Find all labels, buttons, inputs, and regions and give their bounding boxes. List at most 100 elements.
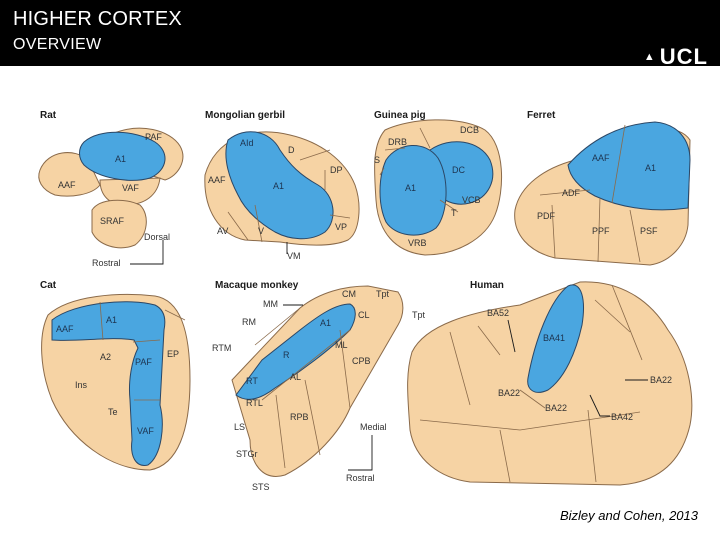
auditory-cortex-figure: Rat PAF A1 AAF VAF SRAF Dorsal Rostral M… (38, 110, 693, 492)
label-rat-vaf: VAF (122, 183, 139, 193)
label-macaque-tpt-right: Tpt (412, 310, 426, 320)
label-gerbil-aid: AId (240, 138, 254, 148)
label-macaque-cl: CL (358, 310, 370, 320)
label-cat-paf: PAF (135, 357, 152, 367)
label-ferret-adf: ADF (562, 188, 581, 198)
human-ba41-core (527, 284, 584, 393)
panel-title-ferret: Ferret (527, 110, 556, 121)
ferret-a1-core (567, 121, 691, 211)
panel-human: Human BA52 BA41 BA22 BA22 BA22 BA42 (407, 280, 693, 486)
label-macaque-cpb: CPB (352, 356, 371, 366)
guinea-pig-field-borders (379, 127, 459, 213)
label-macaque-ls: LS (234, 422, 245, 432)
ucl-logo-text: UCL (659, 44, 708, 69)
rat-orientation-axis (130, 240, 164, 265)
label-macaque-stgr: STGr (236, 449, 258, 459)
label-cat-vaf: VAF (137, 426, 154, 436)
panel-title-rat: Rat (40, 110, 57, 121)
gerbil-a1-core (225, 131, 334, 240)
label-rat-rostral: Rostral (92, 258, 121, 268)
label-ferret-a1: A1 (645, 163, 656, 173)
label-cat-aaf: AAF (56, 324, 74, 334)
panel-rat: Rat PAF A1 AAF VAF SRAF Dorsal Rostral (38, 110, 184, 268)
label-macaque-rpb: RPB (290, 412, 309, 422)
label-macaque-sts: STS (252, 482, 270, 492)
panel-title-human: Human (470, 280, 504, 291)
label-guinea-pig-vcb: VCB (462, 195, 481, 205)
label-ferret-aaf: AAF (592, 153, 610, 163)
panel-title-cat: Cat (40, 280, 57, 291)
label-human-ba41: BA41 (543, 333, 565, 343)
label-gerbil-av: AV (217, 226, 228, 236)
slide-subtitle: OVERVIEW (13, 36, 102, 53)
label-guinea-pig-drb: DRB (388, 137, 407, 147)
label-rat-paf: PAF (145, 132, 162, 142)
ucl-dome-icon: ▲ (643, 51, 656, 63)
label-macaque-rtm: RTM (212, 343, 231, 353)
ferret-field-borders (539, 124, 641, 263)
cat-auditory-core (51, 301, 166, 466)
label-macaque-rt: RT (246, 376, 258, 386)
panel-guinea-pig: Guinea pig DRB DCB S DC A1 VCB T VRB (374, 110, 503, 256)
ucl-logo: ▲ UCL (644, 44, 708, 70)
cat-field-borders (99, 301, 186, 401)
label-gerbil-d: D (288, 145, 295, 155)
citation: Bizley and Cohen, 2013 (559, 508, 698, 523)
label-guinea-pig-t: T (451, 208, 457, 218)
label-macaque-ml: ML (335, 340, 348, 350)
label-human-ba42: BA42 (611, 412, 633, 422)
label-human-ba22-left: BA22 (498, 388, 520, 398)
label-gerbil-a1: A1 (273, 181, 284, 191)
label-guinea-pig-dc: DC (452, 165, 465, 175)
panel-cat: Cat AAF A1 A2 PAF EP Ins Te VAF (40, 280, 191, 471)
label-gerbil-v: V (258, 226, 264, 236)
label-cat-ins: Ins (75, 380, 88, 390)
guinea-pig-a1-core (379, 145, 447, 236)
label-gerbil-aaf: AAF (208, 175, 226, 185)
label-guinea-pig-s: S (374, 155, 380, 165)
label-guinea-pig-vrb: VRB (408, 238, 427, 248)
label-gerbil-vp: VP (335, 222, 347, 232)
label-cat-a2: A2 (100, 352, 111, 362)
label-macaque-rm: RM (242, 317, 256, 327)
human-ba52-leader (507, 319, 516, 353)
label-macaque-r: R (283, 350, 290, 360)
title-bar: HIGHER CORTEX OVERVIEW ▲ UCL (0, 0, 720, 69)
macaque-orientation-axis (348, 435, 373, 471)
label-cat-te: Te (108, 407, 118, 417)
label-ferret-psf: PSF (640, 226, 658, 236)
rat-a1-core (79, 131, 166, 181)
label-guinea-pig-a1: A1 (405, 183, 416, 193)
label-macaque-rostral: Rostral (346, 473, 375, 483)
label-guinea-pig-dcb: DCB (460, 125, 479, 135)
label-macaque-tpt-top: Tpt (376, 289, 390, 299)
label-macaque-cm: CM (342, 289, 356, 299)
label-cat-ep: EP (167, 349, 179, 359)
label-cat-a1: A1 (106, 315, 117, 325)
label-human-ba52: BA52 (487, 308, 509, 318)
label-macaque-medial: Medial (360, 422, 387, 432)
panel-gerbil: Mongolian gerbil AId D DP AAF A1 AV V VP… (204, 110, 360, 261)
panel-title-macaque: Macaque monkey (215, 280, 299, 291)
label-human-ba22-right: BA22 (650, 375, 672, 385)
label-rat-a1: A1 (115, 154, 126, 164)
panel-macaque: Macaque monkey MM CM Tpt Tpt RM A1 CL RT… (212, 280, 426, 492)
panel-title-gerbil: Mongolian gerbil (205, 110, 285, 121)
human-sulci (419, 284, 643, 483)
label-ferret-pdf: PDF (537, 211, 556, 221)
gerbil-field-borders (227, 149, 351, 243)
label-gerbil-dp: DP (330, 165, 343, 175)
label-ferret-ppf: PPF (592, 226, 610, 236)
label-gerbil-vm: VM (287, 251, 301, 261)
label-rat-dorsal: Dorsal (144, 232, 170, 242)
label-macaque-a1: A1 (320, 318, 331, 328)
panel-title-guinea-pig: Guinea pig (374, 110, 426, 121)
label-macaque-mm: MM (263, 299, 278, 309)
label-rat-sraf: SRAF (100, 216, 125, 226)
macaque-belt-borders (254, 307, 351, 469)
label-rat-aaf: AAF (58, 180, 76, 190)
human-ba42-leader (589, 394, 610, 417)
label-macaque-rtl: RTL (246, 398, 263, 408)
slide-title: HIGHER CORTEX (13, 8, 182, 30)
rat-sraf-region (91, 199, 147, 249)
